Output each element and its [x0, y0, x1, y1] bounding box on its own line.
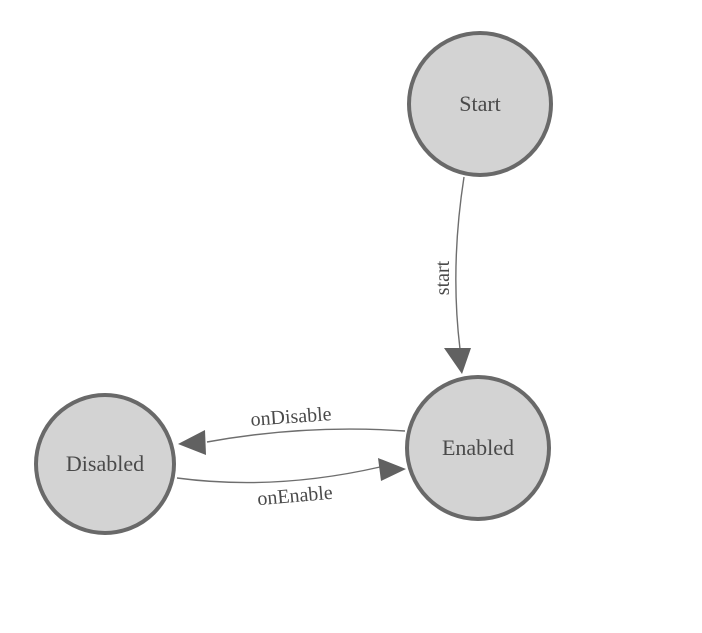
node-label-disabled: Disabled: [65, 451, 145, 476]
arrowhead-disabled-to-enabled-icon: [378, 458, 406, 481]
state-node-disabled: Disabled: [34, 393, 176, 535]
edge-label-ondisable: onDisable: [249, 403, 333, 431]
node-label-start: Start: [459, 91, 501, 116]
arrowhead-enabled-to-disabled-icon: [178, 430, 206, 455]
edge-start-to-enabled: [455, 176, 465, 350]
arrowhead-start-to-enabled-icon: [444, 348, 471, 374]
edge-enabled-to-disabled: [206, 428, 406, 443]
edge-label-start: start: [432, 260, 454, 296]
node-label-enabled: Enabled: [441, 435, 515, 460]
edge-disabled-to-enabled: [176, 466, 381, 484]
state-node-enabled: Enabled: [405, 375, 551, 521]
state-node-start: Start: [407, 31, 553, 177]
